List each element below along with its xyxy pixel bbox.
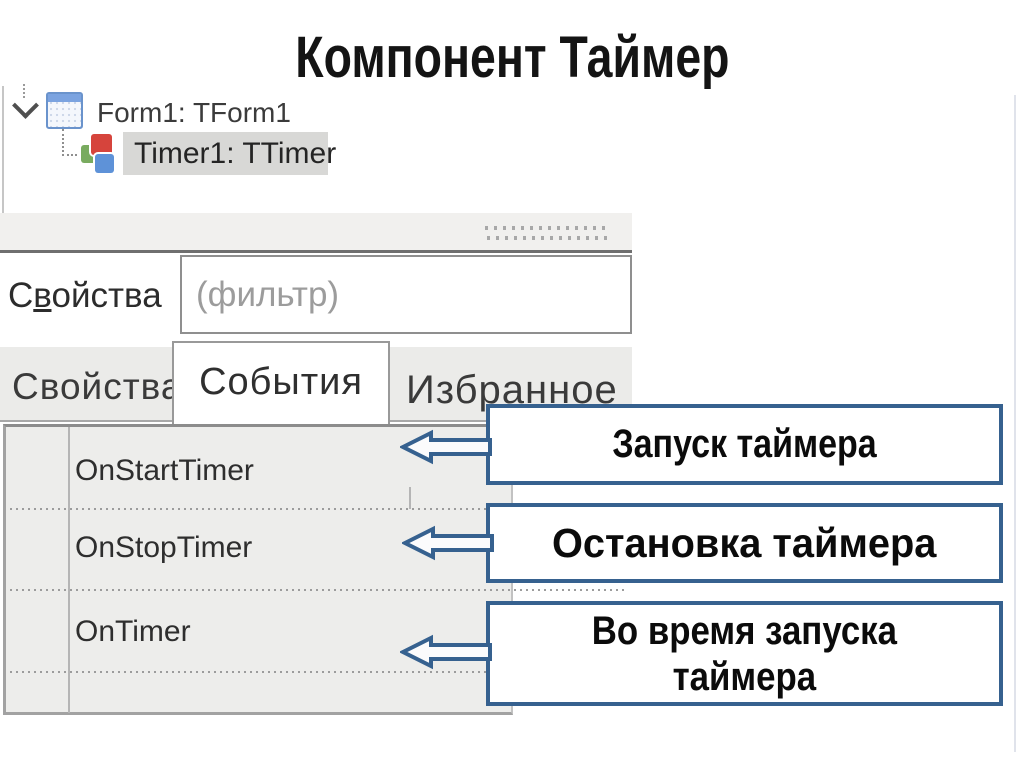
- timer-component-icon: [81, 134, 123, 176]
- callout-start-timer: Запуск таймера: [486, 404, 1003, 485]
- tree-connector-horizontal: [62, 154, 81, 156]
- callout-stop-timer: Остановка таймера: [486, 503, 1003, 583]
- tree-connector-vertical: [62, 129, 64, 156]
- callout-start-timer-text: Запуск таймера: [612, 422, 877, 466]
- page-title: Компонент Таймер: [0, 24, 1024, 91]
- cube-red-icon: [91, 134, 112, 155]
- page-title-text: Компонент Таймер: [294, 25, 730, 90]
- events-grid: [3, 424, 513, 715]
- grip-dots-icon: [485, 226, 609, 230]
- grip-dots-icon: [487, 236, 611, 240]
- callout-stop-timer-text: Остановка таймера: [552, 519, 937, 566]
- form-icon: [46, 92, 83, 129]
- tree-item-form[interactable]: Form1: TForm1: [97, 97, 291, 128]
- tree-dotted-line: [23, 84, 25, 98]
- properties-label-post: ойства: [51, 276, 162, 315]
- filter-input[interactable]: [180, 255, 632, 334]
- arrow-left-icon: [402, 525, 494, 561]
- callout-on-timer: Во время запуска таймера: [486, 601, 1003, 706]
- tree-item-timer[interactable]: Timer1: TTimer: [134, 137, 337, 170]
- tree-panel-edge: [2, 86, 4, 213]
- cube-blue-icon: [95, 154, 114, 173]
- event-row-onstoptimer[interactable]: OnStopTimer: [75, 531, 253, 564]
- tree-selection-highlight: [123, 132, 328, 175]
- callout-on-timer-line2: таймера: [672, 654, 817, 699]
- event-row-ontimer[interactable]: OnTimer: [75, 615, 191, 648]
- row-separator: [10, 508, 486, 510]
- grid-column-divider: [68, 427, 70, 713]
- properties-label-accel: в: [33, 276, 52, 315]
- tab-events[interactable]: События: [172, 341, 390, 424]
- properties-label-pre: С: [8, 276, 34, 315]
- inspector-toolbar-strip: [0, 213, 632, 253]
- callout-on-timer-line1: Во время запуска: [591, 608, 898, 653]
- event-row-onstarttimer[interactable]: OnStartTimer: [75, 454, 254, 487]
- form-icon-titlebar: [48, 94, 81, 102]
- slide-edge-line: [1014, 95, 1016, 752]
- arrow-left-icon: [400, 429, 492, 465]
- row-separator: [10, 671, 486, 673]
- tab-properties[interactable]: Свойства: [12, 366, 183, 407]
- row-separator: [10, 589, 624, 591]
- chevron-down-icon[interactable]: [12, 92, 39, 119]
- properties-label: Свойства: [8, 276, 162, 316]
- tab-events-label: События: [199, 361, 363, 403]
- grid-column-splitter[interactable]: [409, 487, 411, 509]
- arrow-left-icon: [400, 634, 492, 670]
- callout-on-timer-text: Во время запуска таймера: [592, 608, 897, 700]
